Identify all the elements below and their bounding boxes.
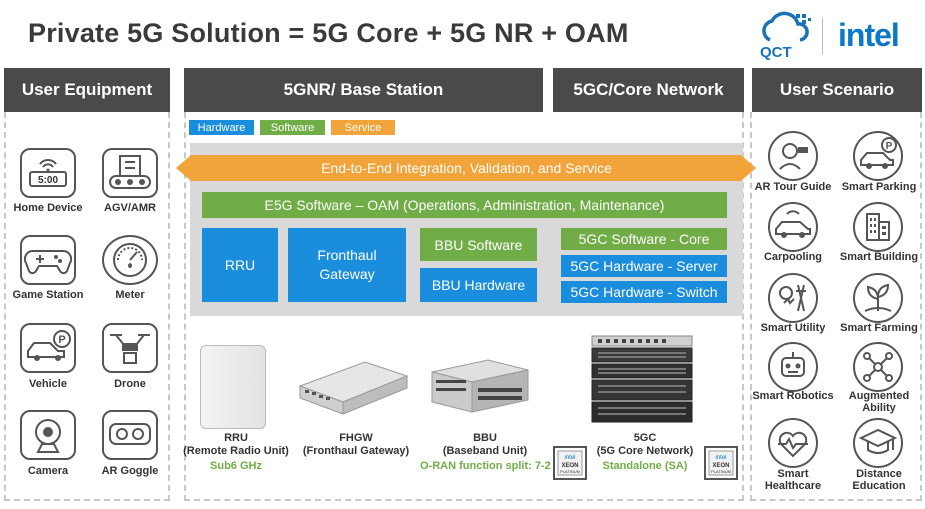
robot-icon (768, 342, 818, 392)
rru-device-name: RRU (224, 432, 248, 444)
scenario-label-parking: Smart Parking (841, 181, 917, 193)
ue-label-camera: Camera (27, 465, 69, 477)
ar-goggle-icon (102, 410, 158, 460)
ue-column (4, 112, 170, 501)
scenario-label-augmented: Augmented Ability (848, 390, 910, 414)
logo-divider (822, 18, 823, 54)
rru-device-label: RRU (Remote Radio Unit) (180, 432, 292, 458)
svg-text:PLATINUM: PLATINUM (560, 469, 580, 474)
building-icon (853, 202, 903, 252)
home-device-icon: 5:00 (20, 148, 76, 198)
core-server-block: 5GC Hardware - Server (561, 255, 727, 277)
bbu-software-block: BBU Software (420, 228, 537, 261)
scenario-label-farming: Smart Farming (840, 322, 918, 334)
scenario-column (750, 112, 922, 501)
ue-label-home-device: Home Device (13, 202, 83, 214)
header-5gnr: 5GNR/ Base Station (184, 68, 543, 112)
ue-label-ar-goggle: AR Goggle (101, 465, 159, 477)
rru-device-sub: Sub6 GHz (210, 460, 262, 472)
fhgw-device-name: FHGW (339, 432, 373, 444)
ue-label-meter: Meter (115, 289, 145, 301)
rru-device-desc: (Remote Radio Unit) (183, 445, 289, 457)
fronthaul-block: Fronthaul Gateway (288, 228, 406, 302)
farming-icon (853, 273, 903, 323)
bbu-device-image (431, 359, 529, 413)
svg-text:XEON: XEON (712, 463, 729, 469)
ue-label-agv: AGV/AMR (104, 202, 156, 214)
utility-icon (768, 273, 818, 323)
core-server-rack-image (591, 335, 693, 423)
parking-icon: P (853, 131, 903, 181)
svg-text:QCT: QCT (760, 44, 792, 60)
scenario-label-utility: Smart Utility (760, 322, 826, 334)
legend-software: Software (260, 120, 325, 135)
ue-label-vehicle: Vehicle (29, 378, 67, 390)
svg-text:P: P (58, 334, 65, 346)
legend-service: Service (331, 120, 395, 135)
fronthaul-label-1: Fronthaul (317, 247, 377, 263)
scenario-label-robotics: Smart Robotics (752, 390, 834, 402)
svg-text:intel: intel (564, 455, 575, 461)
svg-text:PLATINUM: PLATINUM (711, 469, 731, 474)
healthcare-icon (768, 418, 818, 468)
bbu-device-name: BBU (473, 432, 497, 444)
core-device-sub: Standalone (SA) (602, 460, 688, 472)
meter-icon (102, 235, 158, 285)
carpool-icon (768, 202, 818, 252)
ue-label-game-station: Game Station (12, 289, 84, 301)
legend-hardware: Hardware (189, 120, 254, 135)
header-user-scenario: User Scenario (752, 68, 922, 112)
qct-logo: QCT (760, 11, 811, 60)
core-device-desc: (5G Core Network) (596, 445, 694, 457)
oam-bar: E5G Software – OAM (Operations, Administ… (202, 192, 727, 218)
ar-tour-icon (768, 131, 818, 181)
core-switch-block: 5GC Hardware - Switch (561, 281, 727, 303)
fronthaul-label-2: Gateway (319, 266, 375, 282)
xeon-badge-bbu: intel XEON PLATINUM (553, 446, 587, 480)
header-user-equipment: User Equipment (4, 68, 170, 112)
svg-text:XEON: XEON (561, 463, 578, 469)
bbu-device-sub: O-RAN function split: 7-2 (420, 460, 551, 472)
fhgw-device-label: FHGW (Fronthaul Gateway) (300, 432, 412, 458)
education-icon (853, 418, 903, 468)
drone-icon (102, 323, 158, 373)
svg-text:intel: intel (715, 455, 726, 461)
bbu-device-desc: (Baseband Unit) (442, 445, 528, 457)
e2e-arrow (176, 155, 756, 181)
core-device-name: 5GC (633, 432, 657, 444)
rru-device-image (200, 345, 266, 429)
e2e-bar-label: End-to-End Integration, Validation, and … (321, 160, 612, 176)
scenario-label-building: Smart Building (839, 251, 919, 263)
intel-logo: intel (838, 17, 900, 53)
gamepad-icon (20, 235, 76, 285)
fhgw-device-desc: (Fronthaul Gateway) (302, 445, 410, 457)
xeon-badge-core: intel XEON PLATINUM (704, 446, 738, 480)
bbu-device-label: BBU (Baseband Unit) (420, 432, 550, 458)
core-device-label: 5GC (5G Core Network) (580, 432, 710, 458)
scenario-label-carpooling: Carpooling (763, 251, 823, 263)
header-5gc: 5GC/Core Network (553, 68, 744, 112)
bbu-hardware-block: BBU Hardware (420, 268, 537, 302)
fhgw-device-image (298, 361, 409, 415)
camera-icon (20, 410, 76, 460)
scenario-label-ar-tour: AR Tour Guide (754, 181, 832, 193)
rru-block: RRU (202, 228, 278, 302)
core-software-block: 5GC Software - Core (561, 228, 727, 250)
scenario-label-education: Distance Education (852, 468, 906, 492)
scenario-label-healthcare: Smart Healthcare (764, 468, 822, 492)
agv-icon (102, 148, 158, 198)
svg-text:P: P (886, 141, 893, 152)
network-column (184, 112, 744, 501)
vehicle-icon: P (20, 323, 76, 373)
ue-label-drone: Drone (114, 378, 146, 390)
augmented-icon (853, 342, 903, 392)
page-title: Private 5G Solution = 5G Core + 5G NR + … (28, 18, 629, 48)
svg-text:5:00: 5:00 (38, 175, 58, 186)
